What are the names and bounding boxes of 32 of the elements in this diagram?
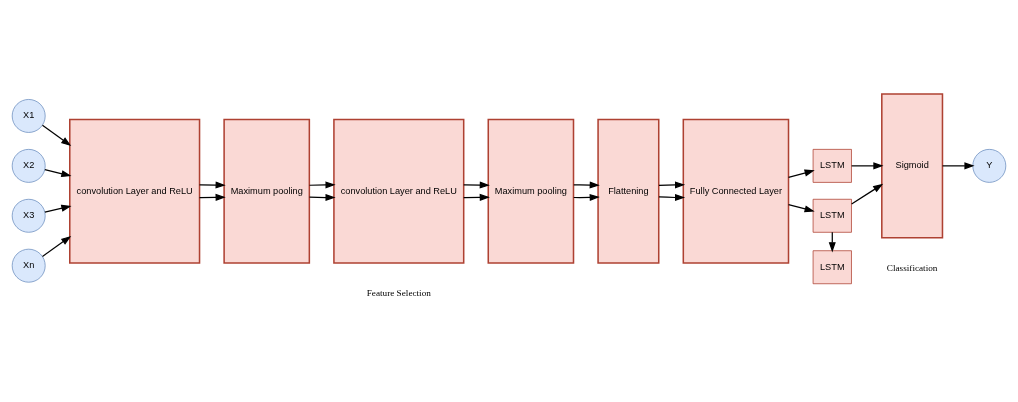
- arrow: [851, 162, 884, 170]
- node-box: Maximum pooling: [487, 118, 575, 264]
- label: Feature Selection: [366, 288, 431, 299]
- arrow: [787, 204, 815, 213]
- arrow: [851, 183, 884, 205]
- arrow: [658, 181, 686, 189]
- arrow: [463, 181, 490, 189]
- node-box: Flattening: [597, 118, 660, 264]
- node-circle: Y: [972, 148, 1007, 183]
- arrow: [41, 235, 72, 258]
- node-box: Maximum pooling: [223, 118, 311, 264]
- arrow: [308, 181, 336, 189]
- arrow: [44, 204, 72, 213]
- node-box: Fully Connected Layer: [682, 118, 790, 264]
- node-circle: Xn: [11, 248, 46, 283]
- node-circle: X2: [11, 148, 46, 183]
- label: Classification: [886, 263, 938, 274]
- arrow: [787, 169, 815, 178]
- node-box: convolution Layer and ReLU: [333, 118, 465, 264]
- node-box: LSTM: [812, 250, 852, 285]
- node-circle: X1: [11, 99, 46, 133]
- arrow: [41, 124, 72, 147]
- node-box: convolution Layer and ReLU: [69, 118, 201, 264]
- node-circle: X3: [11, 198, 46, 233]
- node-box: Sigmoid: [881, 93, 944, 239]
- arrow: [44, 169, 72, 178]
- arrow: [941, 162, 975, 170]
- arrow: [573, 181, 600, 189]
- node-box: LSTM: [812, 198, 852, 233]
- arrow: [658, 193, 686, 202]
- node-box: LSTM: [812, 148, 852, 183]
- arrow: [198, 181, 226, 189]
